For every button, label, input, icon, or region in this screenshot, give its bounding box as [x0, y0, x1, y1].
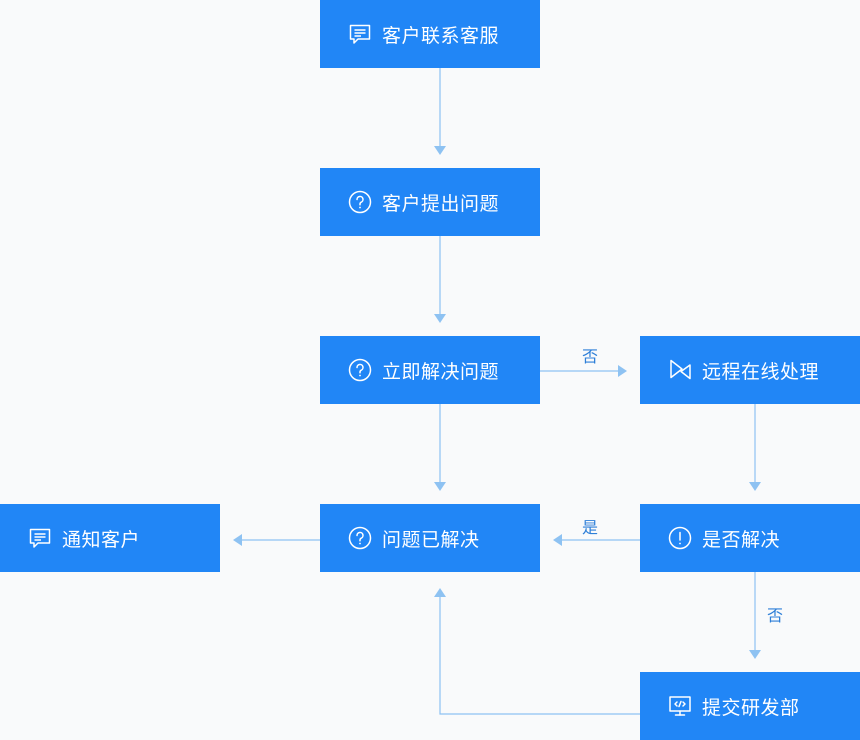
question-icon: [348, 190, 372, 214]
arrowhead: [434, 588, 446, 597]
arrowhead: [434, 482, 446, 491]
node-label: 通知客户: [62, 528, 141, 551]
code-monitor-icon: [669, 696, 691, 716]
node-solve-immediately[interactable]: 立即解决问题: [320, 336, 540, 404]
alert-icon: [668, 526, 692, 550]
node-raise-issue[interactable]: 客户提出问题: [320, 168, 540, 236]
node-label: 客户提出问题: [382, 192, 500, 215]
node-label: 远程在线处理: [702, 360, 820, 383]
question-icon: [348, 526, 372, 550]
node-label: 提交研发部: [702, 696, 800, 719]
arrowhead: [553, 534, 562, 546]
edge-label-no-submit: 否: [767, 606, 784, 625]
chat-icon: [29, 528, 51, 548]
node-remote-online[interactable]: 远程在线处理: [640, 336, 860, 404]
node-label: 问题已解决: [382, 528, 480, 551]
arrowhead: [749, 482, 761, 491]
edge-label-yes-resolved: 是: [582, 518, 599, 537]
node-label: 立即解决问题: [382, 360, 500, 383]
arrowhead: [233, 534, 242, 546]
node-label: 客户联系客服: [382, 24, 500, 47]
arrowhead: [434, 314, 446, 323]
node-submit-rd[interactable]: 提交研发部: [640, 672, 860, 740]
node-contact-service[interactable]: 客户联系客服: [320, 0, 540, 68]
question-icon: [348, 358, 372, 382]
node-label: 是否解决: [702, 528, 781, 551]
edge-submit-to-resolved: [439, 596, 640, 715]
arrowhead: [618, 365, 627, 377]
node-is-resolved[interactable]: 是否解决: [640, 504, 860, 572]
arrowhead: [434, 146, 446, 155]
chat-icon: [349, 24, 371, 44]
arrowhead: [749, 650, 761, 659]
edge-label-no-remote: 否: [582, 347, 599, 366]
remote-play-icon: [670, 359, 691, 380]
node-notify-customer[interactable]: 通知客户: [0, 504, 220, 572]
node-issue-resolved[interactable]: 问题已解决: [320, 504, 540, 572]
